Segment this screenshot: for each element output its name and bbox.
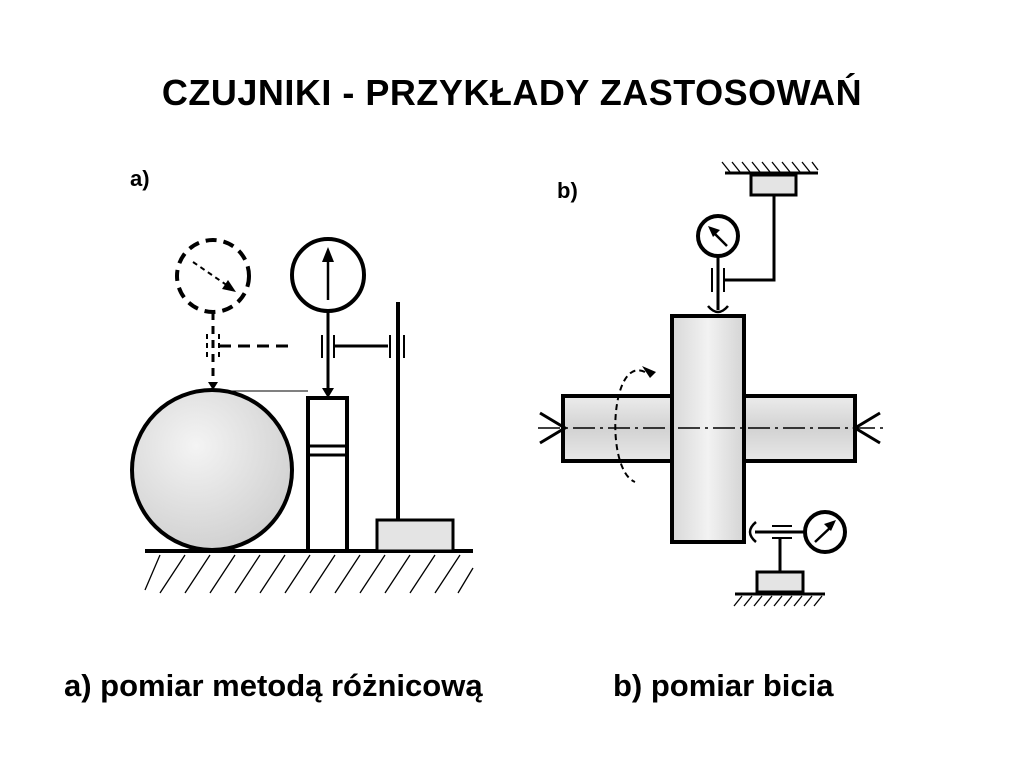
- measured-disk: [670, 314, 746, 544]
- panel-a-diagram: [130, 237, 474, 594]
- panel-b-label: b): [557, 178, 578, 203]
- reference-gauge-block: [306, 396, 349, 553]
- panel-a-label: a): [130, 166, 150, 191]
- dial-indicator-dashed: [175, 238, 290, 390]
- rotation-arrow: [614, 366, 656, 483]
- top-fixed-support: [721, 161, 819, 282]
- right-center-point: [852, 411, 881, 445]
- dial-indicator-top: [696, 214, 740, 314]
- dial-indicator-bottom: [748, 510, 847, 572]
- slide-title: CZUJNIKI - PRZYKŁADY ZASTOSOWAŃ: [161, 72, 863, 113]
- panel-a-caption: a) pomiar metodą różnicową: [64, 668, 483, 703]
- indicator-stand: [375, 302, 455, 553]
- measured-sphere: [130, 388, 294, 552]
- ground-hatching-a: [144, 554, 474, 594]
- left-center-point: [539, 411, 568, 445]
- bottom-fixed-support: [733, 570, 825, 607]
- panel-b-caption: b) pomiar bicia: [613, 668, 834, 703]
- dial-indicator-solid: [290, 237, 405, 398]
- panel-b-diagram: [538, 161, 888, 607]
